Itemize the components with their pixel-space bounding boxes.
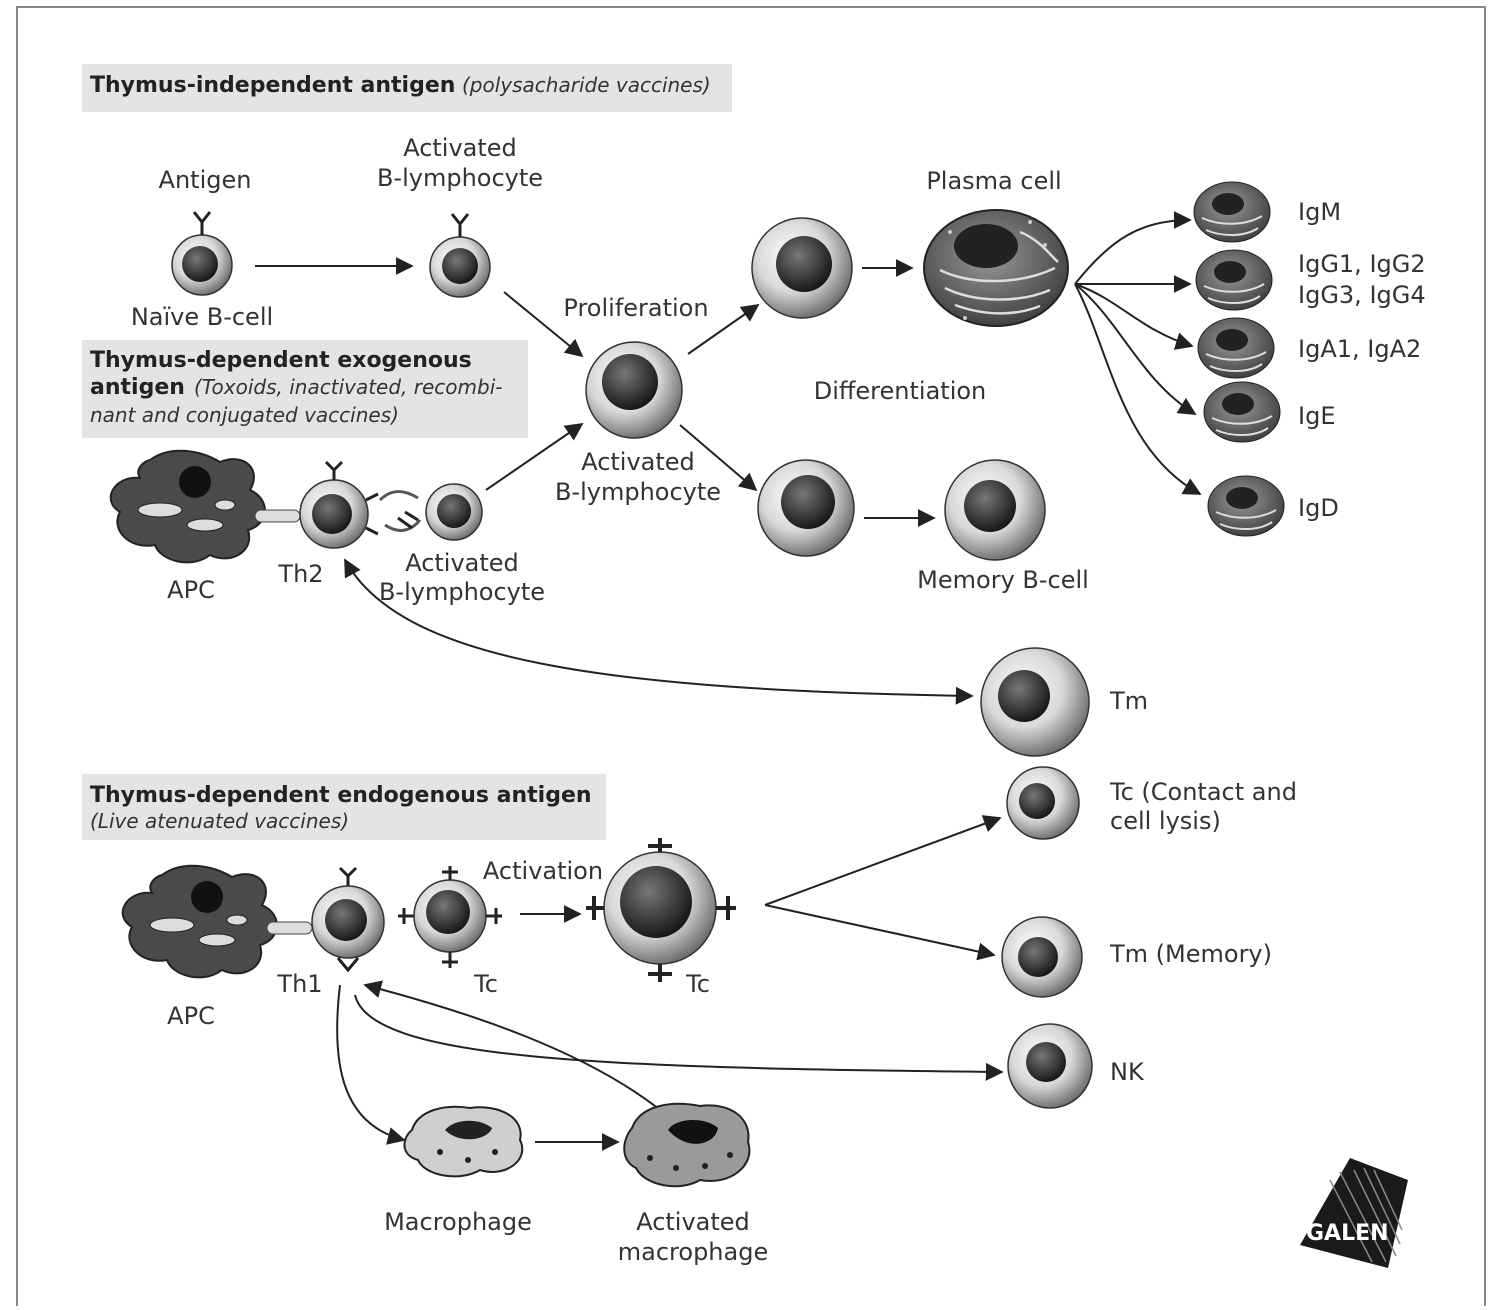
activated-b-lymphocyte-exogenous [425, 483, 483, 541]
th2-cell [299, 460, 379, 549]
label-b-lymphocyte-top: B-lymphocyte [377, 164, 543, 192]
arrow-th2-tm [344, 558, 974, 705]
section-endogenous-title: Thymus-dependent endogenous antigen [90, 783, 592, 808]
label-igg3-igg4: IgG3, IgG4 [1298, 281, 1426, 309]
tm-cell [980, 647, 1090, 757]
label-activated-macrophage-line1: Activated [636, 1208, 750, 1236]
memory-b-cell [944, 459, 1046, 561]
th1-cell [311, 866, 385, 973]
label-iga: IgA1, IgA2 [1298, 335, 1421, 363]
tc-cell-small [398, 866, 502, 968]
label-activation: Activation [483, 857, 603, 885]
label-tc-contact-line1: Tc (Contact and [1109, 778, 1297, 806]
label-apc-exogenous: APC [167, 576, 215, 604]
label-th2: Th2 [277, 560, 323, 588]
igm-cell [1193, 181, 1271, 243]
galen-logo: GALEN [1300, 1158, 1408, 1268]
arrow-th1-nk [354, 994, 1004, 1081]
activated-macrophage-cell [623, 1102, 751, 1188]
label-naive-b-cell: Naïve B-cell [131, 303, 273, 331]
naive-b-cell [171, 211, 233, 296]
label-igd: IgD [1298, 494, 1339, 522]
label-igg1-igg2: IgG1, IgG2 [1298, 250, 1426, 278]
label-apc-endogenous: APC [167, 1002, 215, 1030]
label-plasma-cell: Plasma cell [926, 167, 1061, 195]
label-nk: NK [1110, 1058, 1145, 1086]
label-proliferation: Proliferation [563, 294, 708, 322]
arrow-exogenous-to-proliferation [485, 422, 584, 491]
tm-memory-cell [1001, 916, 1083, 998]
label-macrophage: Macrophage [384, 1208, 532, 1236]
arrow-activated-macrophage-th1 [363, 980, 671, 1119]
label-memory-b-cell: Memory B-cell [917, 566, 1089, 594]
antibody-arrows [1074, 211, 1202, 495]
label-antigen: Antigen [159, 166, 252, 194]
label-activated-macrophage-line2: macrophage [618, 1238, 768, 1266]
activated-b-lymphocyte-top [429, 213, 491, 298]
label-differentiation: Differentiation [814, 377, 987, 405]
label-activated-exogenous: Activated [405, 549, 519, 577]
label-tc-small: Tc [473, 970, 498, 998]
apc-cell-endogenous [121, 864, 313, 979]
arrow-activated-to-proliferation [503, 291, 584, 358]
label-b-lymphocyte-exogenous: B-lymphocyte [379, 578, 545, 606]
apc-cell-exogenous [109, 449, 301, 564]
arrow-th1-macrophage [336, 984, 406, 1145]
label-igm: IgM [1298, 198, 1341, 226]
section-independent-title: Thymus-independent antigen [90, 73, 455, 98]
arrows-tc-effector [764, 815, 1002, 961]
section-exogenous-box: Thymus-dependent exogenous antigen (Toxo… [82, 340, 528, 438]
nk-cell [1007, 1023, 1093, 1109]
label-tc-contact-line2: cell lysis) [1110, 807, 1221, 835]
section-exogenous-title-line2: antigen [90, 375, 185, 400]
arrow-to-memory-precursor [679, 424, 758, 492]
label-ige: IgE [1298, 402, 1335, 430]
section-independent-box: Thymus-independent antigen (polysacharid… [82, 64, 732, 112]
plasma-cell [923, 209, 1069, 327]
igg-cell [1195, 249, 1273, 311]
igd-cell [1207, 475, 1285, 537]
proliferating-b-lymphocyte [585, 341, 683, 439]
section-exogenous-sub-line2: nant and conjugated vaccines) [90, 403, 399, 427]
logo-text: GALEN [1306, 1221, 1389, 1246]
label-tm-memory: Tm (Memory) [1109, 940, 1272, 968]
ige-cell [1203, 381, 1281, 443]
plasma-precursor-cell [751, 217, 853, 319]
label-activated-top: Activated [403, 134, 517, 162]
figure-frame [16, 6, 1486, 1306]
section-endogenous-subtitle: (Live atenuated vaccines) [90, 809, 349, 833]
macrophage-cell [403, 1105, 524, 1178]
section-independent-subtitle: (polysacharide vaccines) [462, 73, 711, 97]
label-activated-center: Activated [581, 448, 695, 476]
arrow-to-plasma-precursor [687, 303, 760, 355]
section-exogenous-sub-line1: (Toxoids, inactivated, recombi- [194, 375, 503, 399]
cytokine-connectors-exogenous [378, 490, 422, 532]
iga-cell [1197, 317, 1275, 379]
section-endogenous-box: Thymus-dependent endogenous antigen (Liv… [82, 774, 606, 840]
tc-contact-cell [1006, 766, 1080, 840]
label-b-lymphocyte-center: B-lymphocyte [555, 478, 721, 506]
label-tc-large: Tc [685, 970, 710, 998]
tc-cell-large [586, 838, 736, 982]
memory-precursor-cell [757, 459, 855, 557]
label-th1: Th1 [276, 970, 322, 998]
section-exogenous-title-line1: Thymus-dependent exogenous [90, 348, 472, 373]
label-tm: Tm [1109, 687, 1148, 715]
